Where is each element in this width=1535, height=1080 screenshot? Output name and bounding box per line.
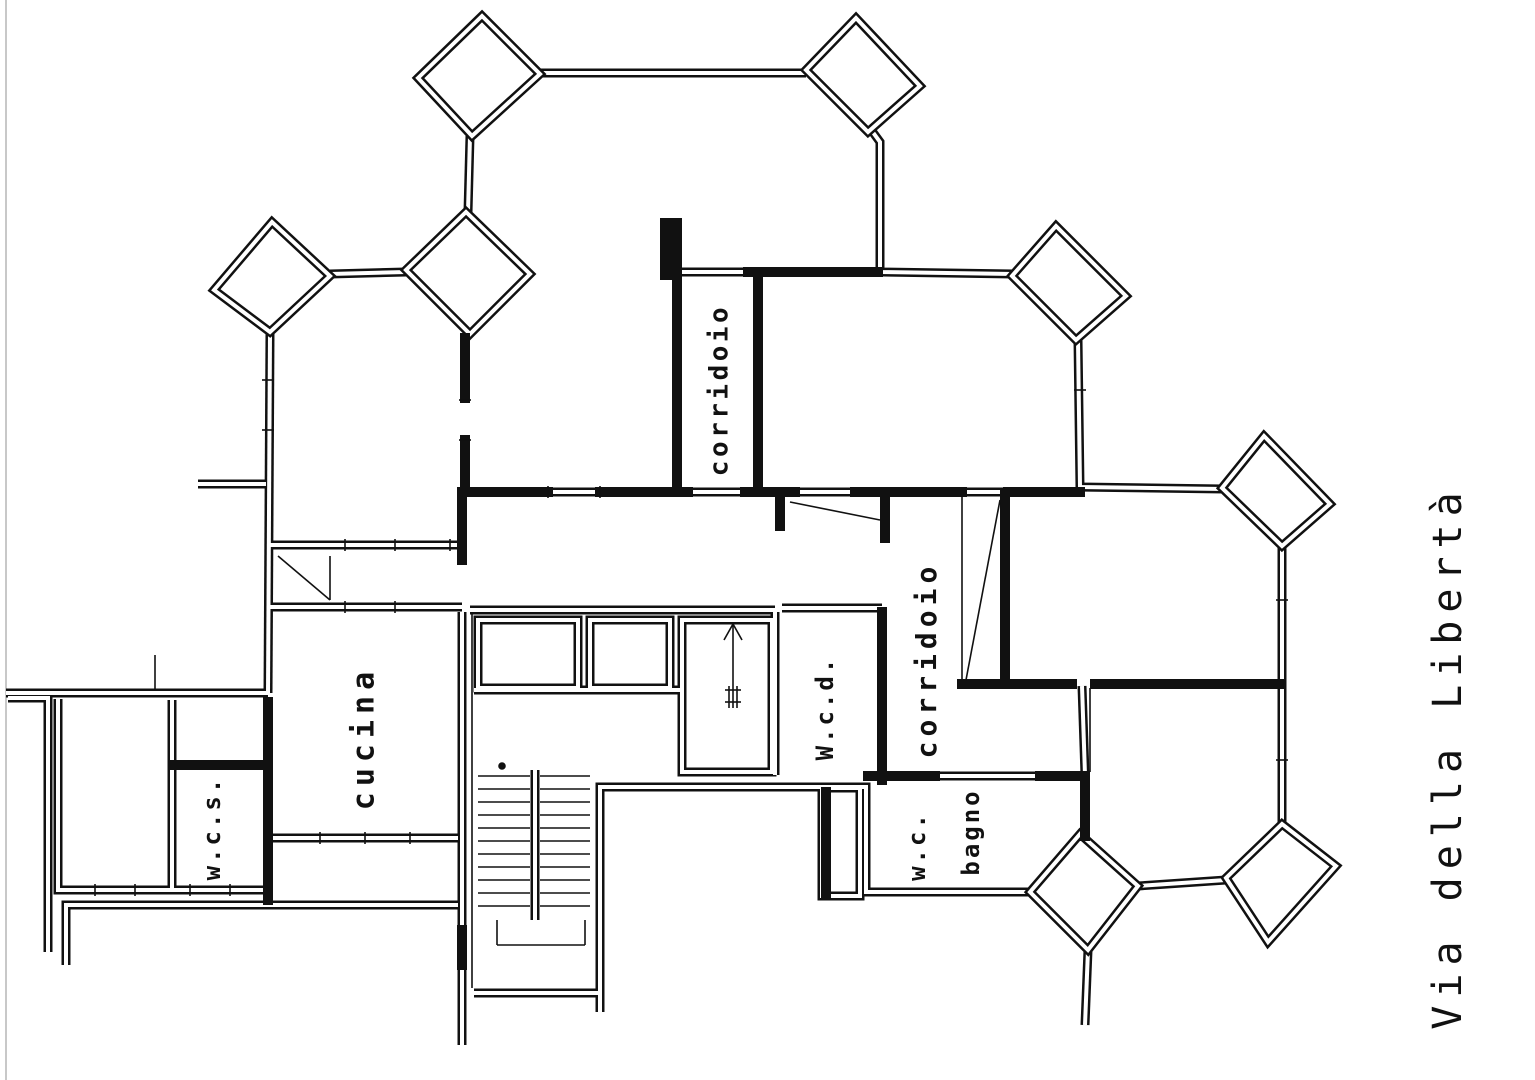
thin-details <box>94 379 1288 988</box>
arrow-up-icon <box>723 622 743 641</box>
thick-walls <box>169 267 1285 970</box>
label-wc-service: w.c.s. <box>198 776 226 881</box>
label-corridor-north: corridoio <box>705 304 735 476</box>
lift-symbol <box>723 622 743 708</box>
label-kitchen: cucina <box>347 666 382 810</box>
label-wc: w.c. <box>903 811 931 881</box>
door-swing <box>277 555 331 601</box>
stair-start-dot <box>498 762 506 770</box>
door-swing <box>789 501 881 521</box>
label-bathroom: bagno <box>957 788 985 875</box>
room-labels: corridoio cucina w.c.s. W.c.d. corridoio… <box>198 304 985 881</box>
door-swing <box>965 499 1001 681</box>
staircase <box>478 762 590 946</box>
label-wc-d: W.c.d. <box>811 656 839 761</box>
label-corridor-east: corridoio <box>910 562 943 759</box>
structural-pillar <box>660 218 682 280</box>
street-name: Via della Libertà <box>1425 484 1471 1029</box>
